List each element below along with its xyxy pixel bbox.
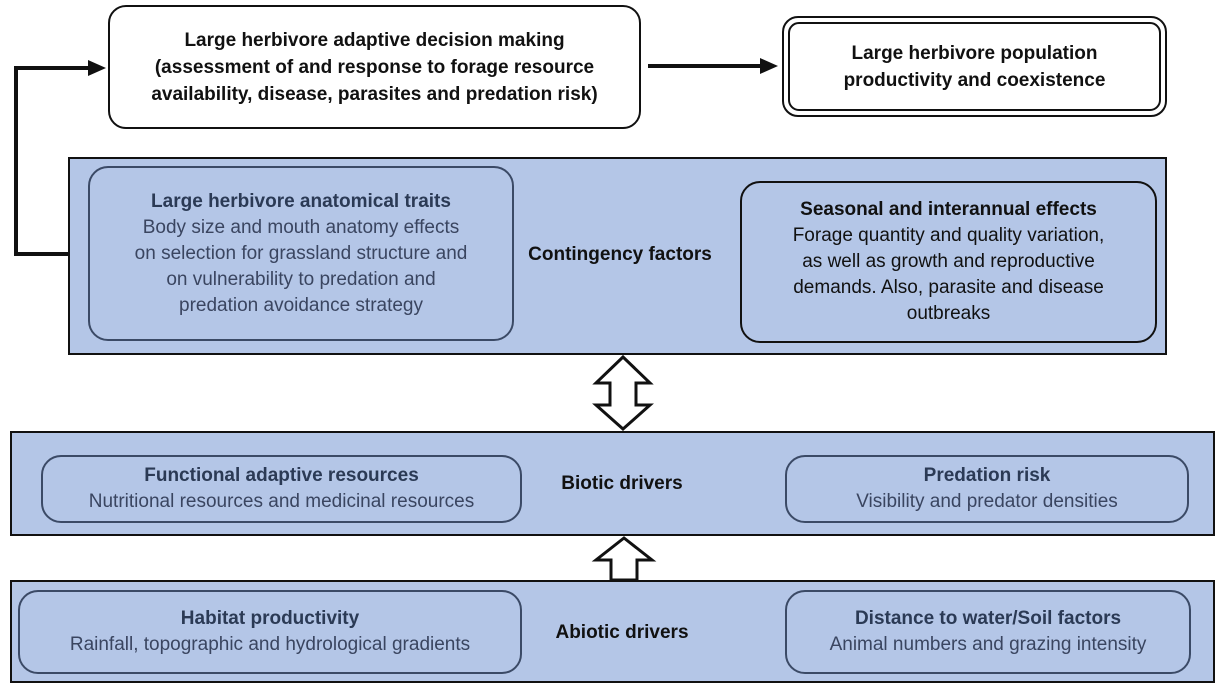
- seasonal-effects-line-2: as well as growth and reproductive: [802, 251, 1095, 272]
- seasonal-effects-title: Seasonal and interannual effects: [800, 199, 1097, 220]
- anatomical-traits-line-4: predation avoidance strategy: [179, 294, 423, 316]
- habitat-productivity-body: Rainfall, topographic and hydrological g…: [69, 634, 471, 655]
- adaptive-resources-box: Functional adaptive resources Nutritiona…: [41, 455, 522, 523]
- anatomical-traits-title: Large herbivore anatomical traits: [151, 190, 451, 212]
- predation-risk-body: Visibility and predator densities: [856, 491, 1118, 512]
- biotic-drivers-label: Biotic drivers: [561, 473, 683, 494]
- abiotic-drivers-panel: Habitat productivity Rainfall, topograph…: [10, 580, 1215, 683]
- contingency-factors-label: Contingency factors: [528, 244, 712, 265]
- population-line-2: productivity and coexistence: [843, 69, 1106, 91]
- feedback-arrow-head: [88, 60, 106, 76]
- feedback-arrow-line: [14, 66, 92, 256]
- up-arrow: [591, 536, 657, 582]
- population-box-inner: Large herbivore population productivity …: [788, 22, 1161, 111]
- decision-making-box: Large herbivore adaptive decision making…: [108, 5, 641, 129]
- population-box: Large herbivore population productivity …: [782, 16, 1167, 117]
- adaptive-resources-title: Functional adaptive resources: [144, 465, 419, 486]
- water-soil-factors-title: Distance to water/Soil factors: [854, 608, 1122, 629]
- anatomical-traits-line-2: on selection for grassland structure and: [134, 242, 468, 264]
- biotic-drivers-panel: Functional adaptive resources Nutritiona…: [10, 431, 1215, 536]
- predation-risk-title: Predation risk: [923, 465, 1051, 486]
- habitat-productivity-title: Habitat productivity: [180, 608, 360, 629]
- seasonal-effects-line-4: outbreaks: [906, 303, 991, 324]
- adaptive-resources-body: Nutritional resources and medicinal reso…: [88, 491, 475, 512]
- decision-to-population-arrow-head: [760, 58, 778, 74]
- contingency-factors-panel: Large herbivore anatomical traits Body s…: [68, 157, 1167, 355]
- decision-line-3: availability, disease, parasites and pre…: [151, 83, 598, 105]
- anatomical-traits-line-1: Body size and mouth anatomy effects: [142, 216, 460, 238]
- anatomical-traits-box: Large herbivore anatomical traits Body s…: [88, 166, 514, 341]
- seasonal-effects-line-3: demands. Also, parasite and disease: [793, 277, 1104, 298]
- seasonal-effects-line-1: Forage quantity and quality variation,: [792, 225, 1105, 246]
- population-line-1: Large herbivore population: [851, 42, 1098, 64]
- abiotic-drivers-label: Abiotic drivers: [555, 622, 689, 643]
- decision-line-2: (assessment of and response to forage re…: [154, 56, 595, 78]
- seasonal-effects-box: Seasonal and interannual effects Forage …: [740, 181, 1157, 343]
- water-soil-factors-body: Animal numbers and grazing intensity: [829, 634, 1147, 655]
- double-headed-arrow: [592, 354, 654, 432]
- water-soil-factors-box: Distance to water/Soil factors Animal nu…: [785, 590, 1191, 674]
- habitat-productivity-box: Habitat productivity Rainfall, topograph…: [18, 590, 522, 674]
- decision-line-1: Large herbivore adaptive decision making: [184, 29, 565, 51]
- anatomical-traits-line-3: on vulnerability to predation and: [166, 268, 436, 290]
- predation-risk-box: Predation risk Visibility and predator d…: [785, 455, 1189, 523]
